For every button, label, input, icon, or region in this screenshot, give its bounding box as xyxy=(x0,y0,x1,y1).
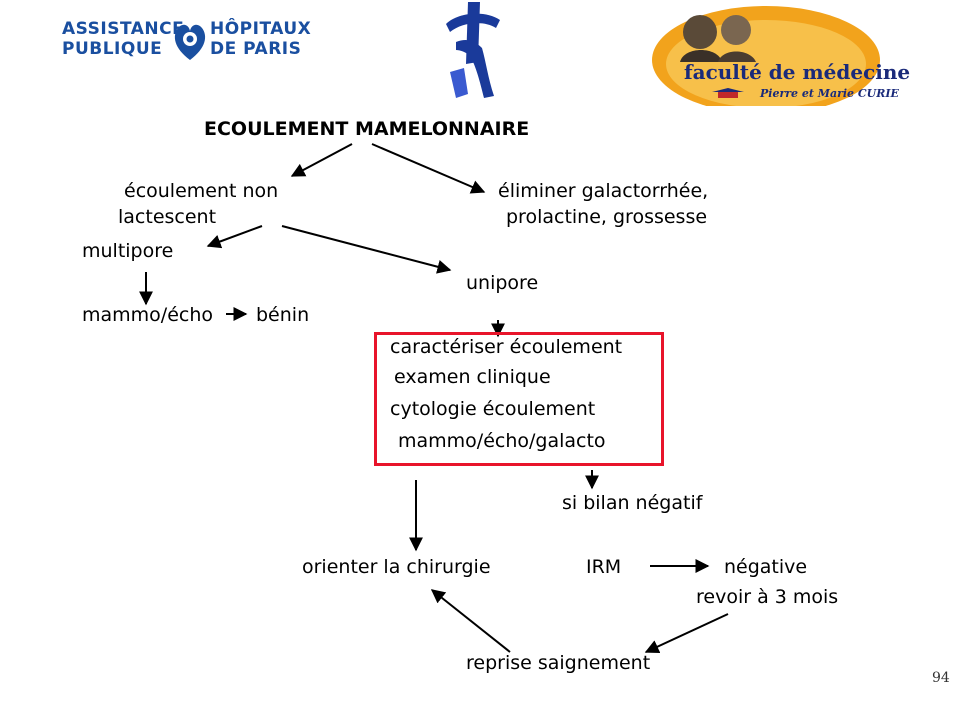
node-eliminer-line1: éliminer galactorrhée, xyxy=(498,180,709,202)
node-benin: bénin xyxy=(256,304,310,326)
aphp-line2-left: PUBLIQUE xyxy=(62,39,163,59)
faculty-subtitle: Pierre et Marie CURIE xyxy=(760,87,899,100)
aphp-logo: ASSISTANCE PUBLIQUE HÔPITAUX DE PARIS xyxy=(62,18,311,64)
arrow-non-lactescent-to-multipore xyxy=(206,225,263,249)
arrow-non-lactescent-to-unipore xyxy=(281,225,452,274)
node-revoir: revoir à 3 mois xyxy=(696,586,839,608)
box-line-cytologie: cytologie écoulement xyxy=(390,398,596,420)
faculty-name: faculté de médecine xyxy=(684,60,911,84)
box-line-caracteriser: caractériser écoulement xyxy=(390,336,623,358)
aphp-line1-left: ASSISTANCE xyxy=(62,19,185,39)
aphp-line1-right: HÔPITAUX xyxy=(210,19,312,39)
aphp-line2-right: DE PARIS xyxy=(210,39,302,59)
heart-hands-icon xyxy=(174,24,206,60)
page-number: 94 xyxy=(932,670,950,686)
node-reprise: reprise saignement xyxy=(466,652,651,674)
box-line-examen: examen clinique xyxy=(394,366,551,388)
node-mammo-echo: mammo/écho xyxy=(82,304,213,326)
node-negative: négative xyxy=(724,556,808,578)
node-si-bilan: si bilan négatif xyxy=(562,492,703,514)
node-irm: IRM xyxy=(586,556,622,578)
node-unipore: unipore xyxy=(466,272,539,294)
node-non-lactescent-line1: écoulement non xyxy=(124,180,279,202)
node-orienter: orienter la chirurgie xyxy=(302,556,491,578)
arrow-title-to-eliminer xyxy=(371,143,486,194)
arrow-revoir-to-reprise xyxy=(644,613,729,654)
diagram-title: ECOULEMENT MAMELONNAIRE xyxy=(204,118,530,140)
faculty-portrait-icon xyxy=(652,6,880,106)
box-line-mammo-galacto: mammo/écho/galacto xyxy=(398,430,606,452)
node-eliminer-line2: prolactine, grossesse xyxy=(506,206,708,228)
arrow-title-to-non-lactescent xyxy=(290,143,353,177)
node-multipore: multipore xyxy=(82,240,174,262)
arrow-reprise-to-orienter xyxy=(430,589,511,653)
university-emblem-icon xyxy=(446,2,500,98)
highlight-box xyxy=(374,332,664,466)
node-non-lactescent-line2: lactescent xyxy=(118,206,217,228)
faculty-logo: faculté de médecine Pierre et Marie CURI… xyxy=(648,2,910,106)
